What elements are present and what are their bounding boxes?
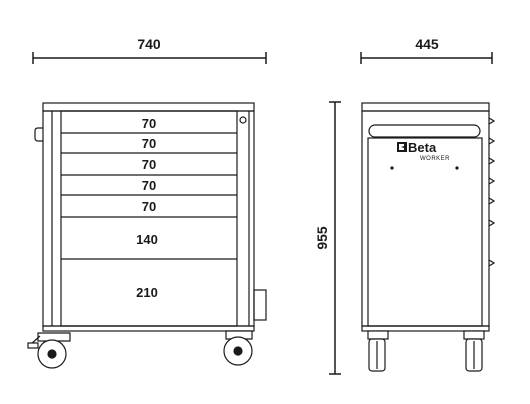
side-depth-label: 445	[415, 36, 439, 52]
height-dimension	[329, 101, 341, 375]
drawer-2-label: 70	[142, 136, 156, 151]
front-width-dimension	[32, 52, 267, 64]
side-panel-dot-left	[390, 166, 394, 170]
drawer-3-label: 70	[142, 157, 156, 172]
side-left-caster	[367, 330, 389, 372]
beta-logo-subline: WORKER	[420, 156, 450, 162]
front-right-caster	[223, 330, 253, 366]
side-panel-dot-right	[455, 166, 459, 170]
side-depth-dimension	[360, 52, 493, 64]
beta-logo-mark-icon	[397, 142, 407, 152]
drawer-5-label: 70	[142, 199, 156, 214]
front-left-caster	[27, 332, 71, 369]
drawer-6-label: 140	[136, 232, 158, 247]
beta-logo-text: Beta	[408, 140, 437, 155]
beta-logo: Beta WORKER	[397, 140, 450, 162]
height-label: 955	[314, 226, 330, 250]
drawer-7-label: 210	[136, 285, 158, 300]
front-width-label: 740	[137, 36, 161, 52]
side-right-caster	[463, 330, 485, 372]
front-view-cabinet	[34, 102, 267, 332]
drawer-4-label: 70	[142, 178, 156, 193]
side-view-cabinet	[361, 102, 496, 332]
drawer-1-label: 70	[142, 116, 156, 131]
